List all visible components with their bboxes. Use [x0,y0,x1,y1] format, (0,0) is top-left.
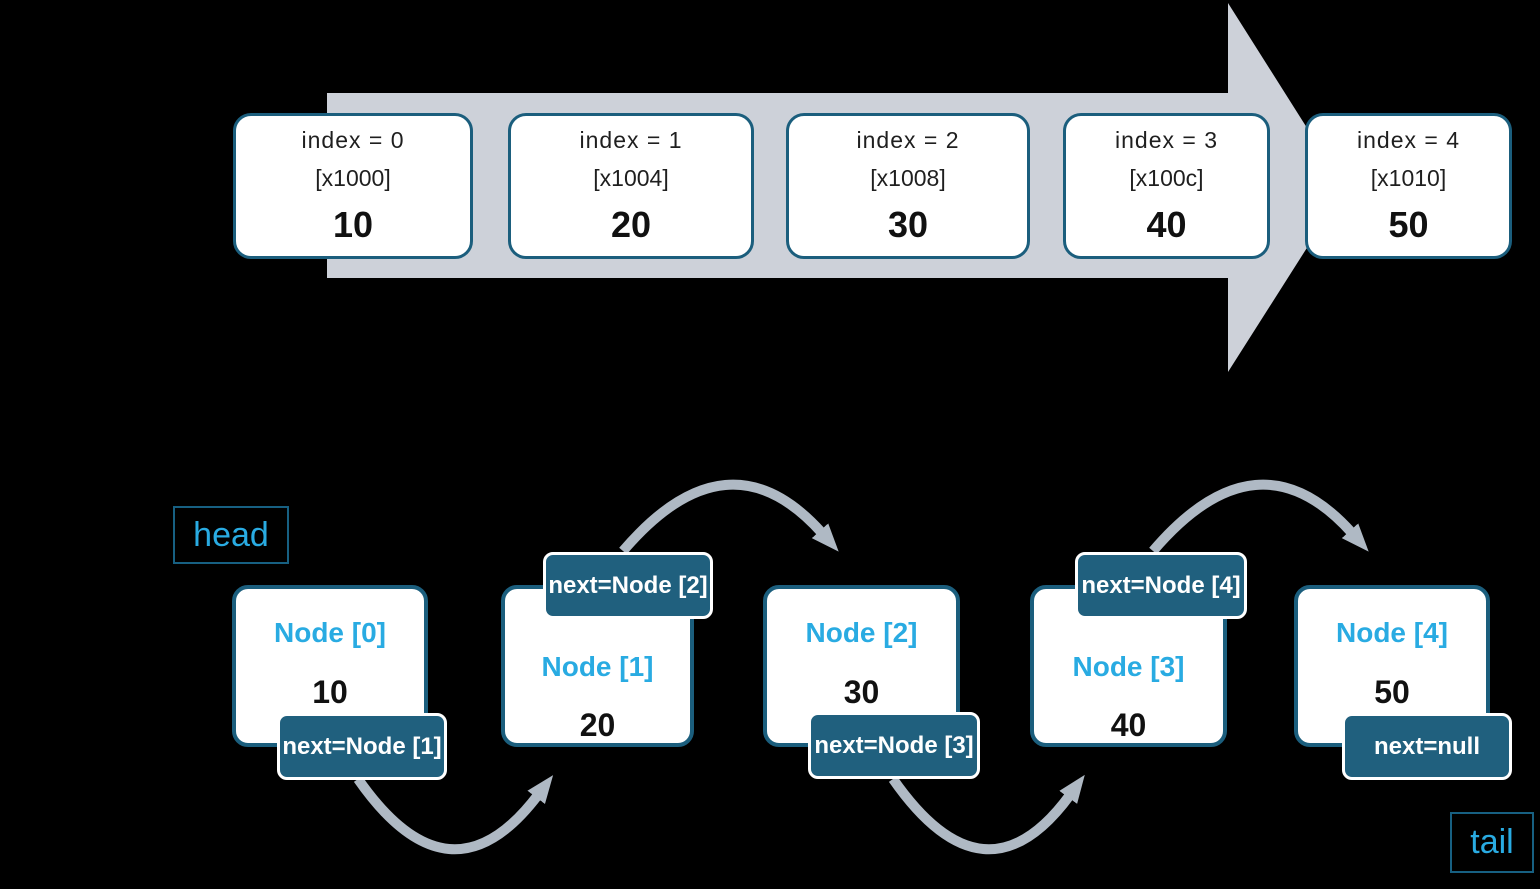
array-cell-value: 10 [332,204,374,245]
array-cell-0: index = 0 [x1000] 10 [233,113,473,259]
head-pointer-label: head [173,506,289,564]
next-pointer-badge-0: next=Node [1] [277,713,447,780]
array-cell-3: index = 3 [x100c] 40 [1063,113,1270,259]
node-value: 20 [579,707,616,743]
node-value: 50 [1374,674,1410,710]
array-cell-index: index = 2 [856,127,960,153]
array-cell-address: [x1010] [1370,165,1447,191]
node-value: 30 [843,674,880,710]
node-title: Node [3] [1072,651,1185,682]
array-cell-value: 30 [887,204,929,245]
node-title: Node [2] [805,617,918,648]
node-value: 40 [1110,707,1147,743]
link-arc-node1-to-node2 [619,479,839,555]
array-cell-index: index = 0 [301,127,405,153]
next-pointer-badge-1: next=Node [2] [543,552,713,619]
array-cell-value: 50 [1388,204,1429,245]
next-pointer-badge-4: next=null [1342,713,1512,780]
array-cell-index: index = 4 [1357,127,1460,153]
link-arc-node2-to-node3 [888,774,1085,855]
array-cell-index: index = 1 [579,127,683,153]
array-cell-address: [x1008] [870,165,946,191]
array-cell-address: [x1004] [593,165,669,191]
node-title: Node [4] [1336,617,1448,648]
array-cell-address: [x100c] [1129,165,1204,191]
array-cell-value: 40 [1146,204,1187,245]
link-arc-node0-to-node1 [353,775,554,855]
next-pointer-badge-2: next=Node [3] [808,712,980,779]
node-value: 10 [312,674,348,710]
next-pointer-badge-3: next=Node [4] [1075,552,1247,619]
node-box-3: Node [3] 40 [1030,585,1227,747]
array-cell-address: [x1000] [315,165,391,191]
tail-pointer-label: tail [1450,812,1534,873]
array-cell-value: 20 [610,204,652,245]
array-cell-1: index = 1 [x1004] 20 [508,113,754,259]
array-cell-2: index = 2 [x1008] 30 [786,113,1030,259]
link-arc-node3-to-node4 [1149,479,1369,555]
node-title: Node [1] [541,651,654,682]
node-title: Node [0] [274,617,386,648]
array-cell-4: index = 4 [x1010] 50 [1305,113,1512,259]
array-cell-index: index = 3 [1115,127,1218,153]
